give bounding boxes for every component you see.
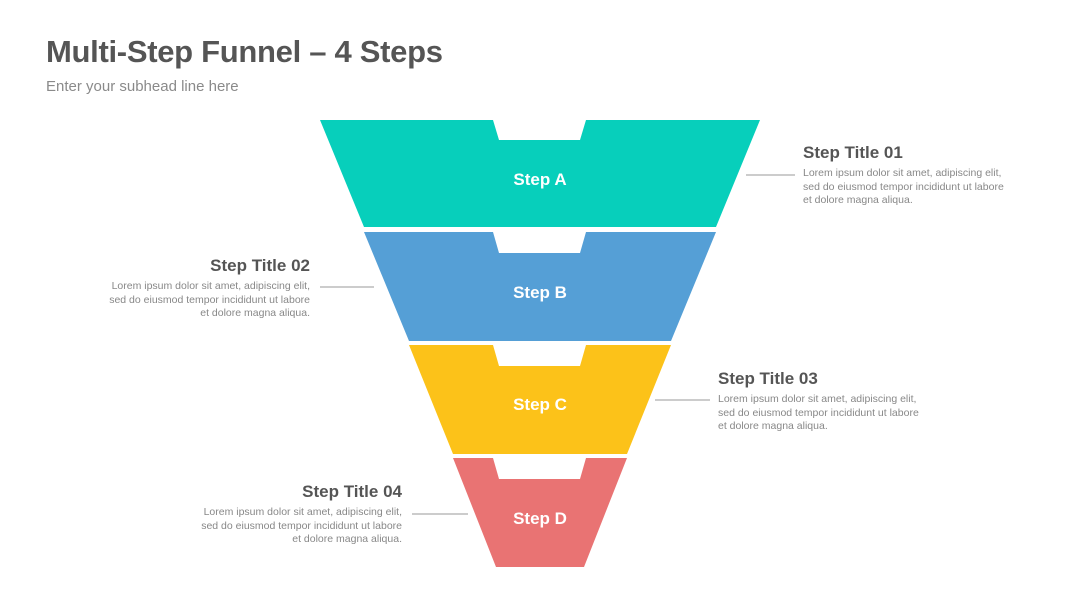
funnel-segment-d-label: Step D <box>513 509 567 528</box>
funnel-segment-c-label: Step C <box>513 395 567 414</box>
callout-body-04-line: Lorem ipsum dolor sit amet, adipiscing e… <box>203 506 402 518</box>
funnel-segment-d <box>453 458 627 567</box>
callout-body-03: Lorem ipsum dolor sit amet, adipiscing e… <box>718 393 948 434</box>
funnel-segment-b-label: Step B <box>513 283 567 302</box>
callout-body-03-line: et dolore magna aliqua. <box>718 420 828 432</box>
slide-subtitle: Enter your subhead line here <box>46 78 239 95</box>
callout-body-01-line: sed do eiusmod tempor incididunt ut labo… <box>803 180 1004 193</box>
callout-body-02: Lorem ipsum dolor sit amet, adipiscing e… <box>80 280 310 321</box>
callout-step-01: Step Title 01 Lorem ipsum dolor sit amet… <box>803 143 1033 208</box>
funnel-segment-c <box>409 345 671 454</box>
callout-body-01-line: et dolore magna aliqua. <box>803 194 913 206</box>
callout-body-03-line: Lorem ipsum dolor sit amet, adipiscing e… <box>718 393 917 405</box>
funnel-segment-a <box>320 120 760 227</box>
callout-body-04-line: et dolore magna aliqua. <box>292 533 402 545</box>
callout-body-04: Lorem ipsum dolor sit amet, adipiscing e… <box>172 506 402 547</box>
callout-step-04: Step Title 04 Lorem ipsum dolor sit amet… <box>172 482 402 547</box>
callout-step-02: Step Title 02 Lorem ipsum dolor sit amet… <box>80 256 310 321</box>
callout-title-03: Step Title 03 <box>718 369 818 388</box>
slide-title: Multi-Step Funnel – 4 Steps <box>46 34 443 69</box>
callout-title-01: Step Title 01 <box>803 143 903 162</box>
callout-body-01-line: Lorem ipsum dolor sit amet, adipiscing e… <box>803 167 1002 179</box>
callout-body-03-line: sed do eiusmod tempor incididunt ut labo… <box>718 406 919 419</box>
callout-body-02-line: sed do eiusmod tempor incididunt ut labo… <box>109 293 310 306</box>
callout-body-01: Lorem ipsum dolor sit amet, adipiscing e… <box>803 167 1033 208</box>
funnel-segment-a-label: Step A <box>513 170 566 189</box>
callout-body-02-line: Lorem ipsum dolor sit amet, adipiscing e… <box>111 280 310 292</box>
funnel-segment-b <box>364 232 716 341</box>
callout-title-04: Step Title 04 <box>302 482 402 501</box>
callout-title-02: Step Title 02 <box>210 256 310 275</box>
callout-step-03: Step Title 03 Lorem ipsum dolor sit amet… <box>718 369 948 434</box>
callout-body-02-line: et dolore magna aliqua. <box>200 307 310 319</box>
callout-body-04-line: sed do eiusmod tempor incididunt ut labo… <box>201 519 402 532</box>
